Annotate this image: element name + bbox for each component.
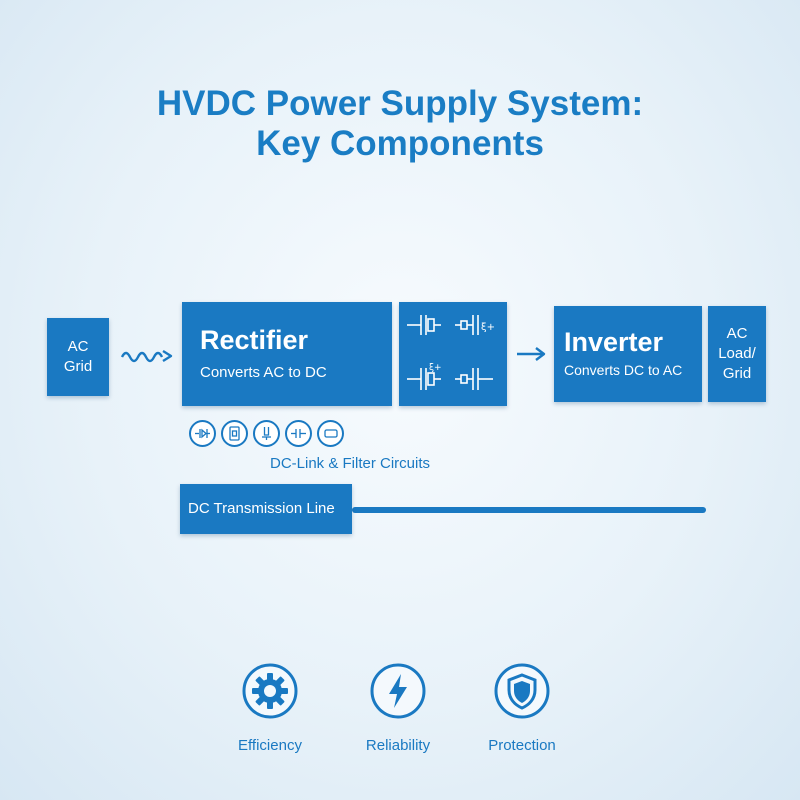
- dc-link-caption: DC-Link & Filter Circuits: [270, 455, 431, 472]
- ac-input-arrow: [120, 349, 173, 363]
- feature-label-protection: Protection: [488, 737, 556, 754]
- title-line-1: HVDC Power Supply System:: [156, 84, 644, 123]
- ac-grid-line-2: Grid: [63, 358, 93, 375]
- inverter-box: Inverter Converts DC to AC: [554, 306, 702, 402]
- feature-label-efficiency: Efficiency: [238, 737, 302, 754]
- diagram-title: HVDC Power Supply System: Key Components: [0, 84, 800, 164]
- ac-load-line-3: Grid: [722, 365, 752, 382]
- ac-load-grid-box: AC Load/ Grid: [708, 306, 766, 402]
- ac-grid-line-1: AC: [67, 338, 89, 355]
- ac-load-line-1: AC: [726, 325, 748, 342]
- rectifier-box: Rectifier Converts AC to DC: [182, 302, 392, 406]
- filter-label-bottom: ξ+: [429, 363, 442, 373]
- lightning-bolt-icon: [370, 663, 426, 719]
- inductor-circuit-icon: [253, 420, 280, 447]
- dc-to-inverter-arrow: [517, 347, 546, 361]
- dc-transmission-line: [352, 507, 706, 513]
- ac-grid-box: AC Grid: [47, 318, 109, 396]
- inverter-heading: Inverter: [564, 327, 664, 357]
- feature-label-reliability: Reliability: [365, 737, 431, 754]
- feature-protection: Protection: [462, 662, 582, 754]
- dc-transmission-label: DC Transmission Line: [188, 500, 335, 517]
- resistor-circuit-icon: [317, 420, 344, 447]
- title-line-2: Key Components: [256, 124, 544, 163]
- capacitor-circuit-icon: [285, 420, 312, 447]
- diode-circuit-icon: [189, 420, 216, 447]
- ac-load-line-2: Load/: [718, 345, 756, 362]
- gear-icon: [242, 663, 298, 719]
- feature-efficiency: Efficiency: [210, 662, 330, 754]
- rectifier-heading: Rectifier: [200, 325, 309, 355]
- rectifier-description: Converts AC to DC: [200, 364, 327, 381]
- capacitor-symbols-icon: ξ+ ξ+: [407, 315, 495, 390]
- shield-icon: [494, 663, 550, 719]
- filter-label-top: ξ+: [481, 322, 495, 333]
- dc-transmission-box: DC Transmission Line: [180, 484, 352, 534]
- dc-link-icon-row: [189, 420, 344, 447]
- feature-reliability: Reliability: [338, 662, 458, 754]
- inverter-description: Converts DC to AC: [564, 362, 683, 378]
- module-circuit-icon: [221, 420, 248, 447]
- filter-circuit-box: ξ+ ξ+: [399, 302, 507, 406]
